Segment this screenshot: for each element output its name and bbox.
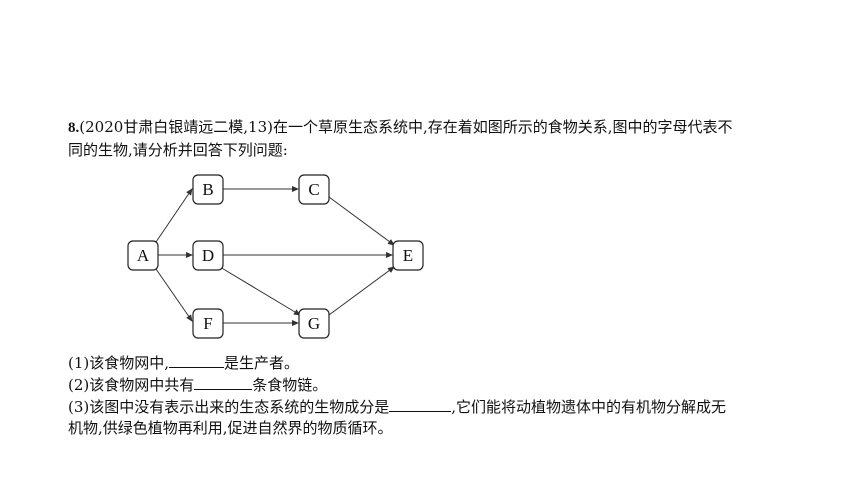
- question-line-1: 8.(2020甘肃白银靖远二模,13)在一个草原生态系统中,存在着如图所示的食物…: [68, 116, 808, 139]
- edge-g-e: [328, 266, 395, 316]
- node-c-label: C: [308, 180, 319, 199]
- edge-a-b: [155, 188, 193, 243]
- subquestion-1: (1)该食物网中, 是生产者。: [68, 352, 808, 374]
- node-e-label: E: [403, 246, 413, 265]
- node-g-label: G: [308, 314, 320, 333]
- edge-c-e: [328, 196, 395, 246]
- node-c: C: [298, 174, 330, 205]
- node-a-label: A: [137, 246, 150, 265]
- edge-d-g: [219, 266, 301, 316]
- q1-text-after: 是生产者。: [224, 354, 300, 372]
- node-b: B: [192, 174, 224, 205]
- q2-text-after: 条食物链。: [252, 376, 328, 394]
- question-source: (2020甘肃白银靖远二模,13): [79, 118, 273, 136]
- q3-answer-blank[interactable]: [389, 396, 452, 412]
- q3-text-before: (3)该图中没有表示出来的生态系统的生物成分是: [68, 398, 390, 416]
- node-f: F: [192, 308, 224, 339]
- subquestion-2: (2)该食物网中共有 条食物链。: [68, 374, 808, 396]
- node-f-label: F: [203, 314, 212, 333]
- q2-text-before: (2)该食物网中共有: [68, 376, 195, 394]
- food-web-diagram: A B C D E F G: [127, 174, 424, 339]
- node-g: G: [298, 308, 330, 339]
- subquestion-3-line-2: 机物,供绿色植物再利用,促进自然界的物质循环。: [68, 419, 393, 437]
- node-d: D: [192, 240, 224, 271]
- question-stem-text: 在一个草原生态系统中,存在着如图所示的食物关系,图中的字母代表不: [272, 118, 733, 136]
- edge-a-f: [155, 268, 193, 322]
- node-d-label: D: [202, 246, 214, 265]
- q1-answer-blank[interactable]: [169, 352, 225, 368]
- question-stem: 8.(2020甘肃白银靖远二模,13)在一个草原生态系统中,存在着如图所示的食物…: [68, 116, 808, 161]
- node-a: A: [127, 240, 159, 271]
- subquestion-3: (3)该图中没有表示出来的生态系统的生物成分是 ,它们能将动植物遗体中的有机物分解…: [68, 396, 808, 418]
- question-line-2: 同的生物,请分析并回答下列问题:: [68, 141, 288, 159]
- node-e: E: [392, 240, 424, 271]
- q3-text-after: ,它们能将动植物遗体中的有机物分解成无: [451, 398, 727, 416]
- question-number: 8.: [68, 120, 80, 136]
- q1-text-before: (1)该食物网中,: [68, 354, 170, 372]
- node-b-label: B: [202, 180, 213, 199]
- subquestions: (1)该食物网中, 是生产者。 (2)该食物网中共有 条食物链。 (3)该图中没有表…: [68, 352, 808, 439]
- q2-answer-blank[interactable]: [194, 374, 253, 390]
